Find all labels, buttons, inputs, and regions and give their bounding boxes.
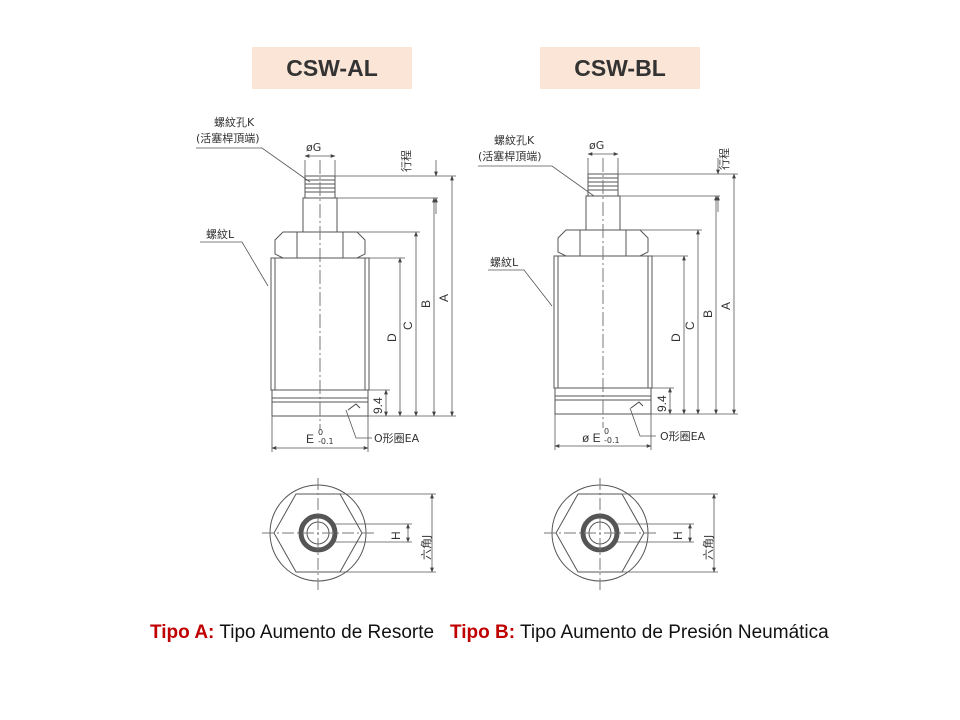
- dim-9-4-label: 9.4: [371, 397, 385, 414]
- piston-end-label: (活塞桿頂端): [196, 131, 260, 145]
- dim-b-label: B: [419, 300, 433, 308]
- tol-lower-label: -0.1: [604, 436, 620, 445]
- thread-l-label: 螺紋L: [490, 255, 519, 269]
- stroke-label: 行程: [400, 150, 413, 172]
- dia-e-label: ø E: [582, 431, 601, 445]
- caption-a-text: Tipo Aumento de Resorte: [219, 622, 435, 643]
- dia-g-label: øG: [306, 141, 321, 154]
- dia-g-label: øG: [589, 139, 604, 152]
- hex-j-label-a: 六角J: [420, 535, 433, 560]
- csw-bl-labels: 螺紋孔K (活塞桿頂端) øG 螺紋L A B C D 9.4 行程 ø E 0…: [478, 133, 733, 445]
- csw-al-dimensions: [196, 147, 456, 452]
- dim-a-label: A: [437, 294, 451, 302]
- dim-h-label-a: H: [389, 531, 403, 540]
- dim-d-label: D: [385, 333, 399, 342]
- dim-h-label-b: H: [671, 531, 685, 540]
- caption-b-text: Tipo Aumento de Presión Neumática: [519, 622, 829, 643]
- csw-al-front-view: [270, 160, 370, 430]
- caption: Tipo A: Tipo Aumento de Resorte Tipo B: …: [150, 622, 940, 644]
- dim-a-label: A: [719, 302, 733, 310]
- csw-al-title: CSW-AL: [252, 47, 412, 89]
- oring-label: O形圈EA: [660, 430, 706, 443]
- dia-e-label: E: [306, 432, 314, 446]
- thread-l-label: 螺紋L: [206, 227, 235, 241]
- caption-a-tag: Tipo A:: [150, 622, 215, 643]
- csw-bl-title: CSW-BL: [540, 47, 700, 89]
- stroke-label: 行程: [718, 148, 731, 170]
- csw-bl-bottom-view: [544, 478, 718, 590]
- dim-d-label: D: [669, 333, 683, 342]
- csw-al-labels: 螺紋孔K (活塞桿頂端) øG 螺紋L A B C D 9.4 行程 E 0 -…: [196, 115, 451, 446]
- dim-9-4-label: 9.4: [655, 395, 669, 412]
- csw-al-bottom-view: [262, 478, 436, 590]
- tol-upper-label: 0: [318, 428, 323, 437]
- csw-bl-dimensions: [478, 152, 738, 450]
- dim-c-label: C: [683, 321, 697, 330]
- tol-upper-label: 0: [604, 427, 609, 436]
- csw-bl-front-view: [553, 158, 653, 428]
- tol-lower-label: -0.1: [318, 437, 334, 446]
- oring-label: O形圈EA: [374, 432, 420, 445]
- thread-hole-label: 螺紋孔K: [494, 133, 535, 147]
- hex-j-label-b: 六角J: [702, 535, 715, 560]
- dim-c-label: C: [401, 321, 415, 330]
- dim-b-label: B: [701, 310, 715, 318]
- piston-end-label: (活塞桿頂端): [478, 149, 542, 163]
- caption-b-tag: Tipo B:: [449, 622, 516, 643]
- thread-hole-label: 螺紋孔K: [214, 115, 255, 129]
